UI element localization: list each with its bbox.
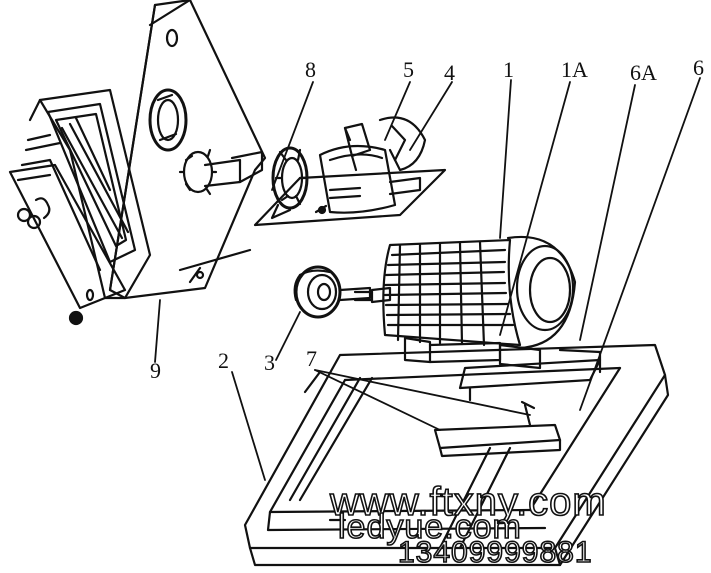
- seal-ring-8: [270, 146, 309, 220]
- callout-8: 8: [305, 57, 316, 82]
- callout-3: 3: [264, 350, 275, 375]
- callout-4: 4: [444, 60, 455, 85]
- bracket-4-5: [253, 116, 447, 227]
- leader-lines: [154, 77, 701, 481]
- callout-1a: 1A: [561, 57, 588, 82]
- callout-1: 1: [503, 57, 514, 82]
- housing-panel: [108, 0, 267, 300]
- cover-plate: [8, 163, 127, 326]
- watermark-line-2: ledyue.com: [337, 507, 522, 547]
- watermark-line-3: 13409999881: [397, 535, 593, 570]
- watermark-line-1: www.ftxny.com: [329, 479, 607, 525]
- callout-6: 6: [693, 55, 704, 80]
- callout-9: 9: [150, 358, 161, 383]
- callout-2: 2: [218, 348, 229, 373]
- callout-7: 7: [306, 346, 317, 371]
- callout-5: 5: [403, 57, 414, 82]
- filter-block: [20, 88, 152, 300]
- callout-6a: 6A: [630, 60, 657, 85]
